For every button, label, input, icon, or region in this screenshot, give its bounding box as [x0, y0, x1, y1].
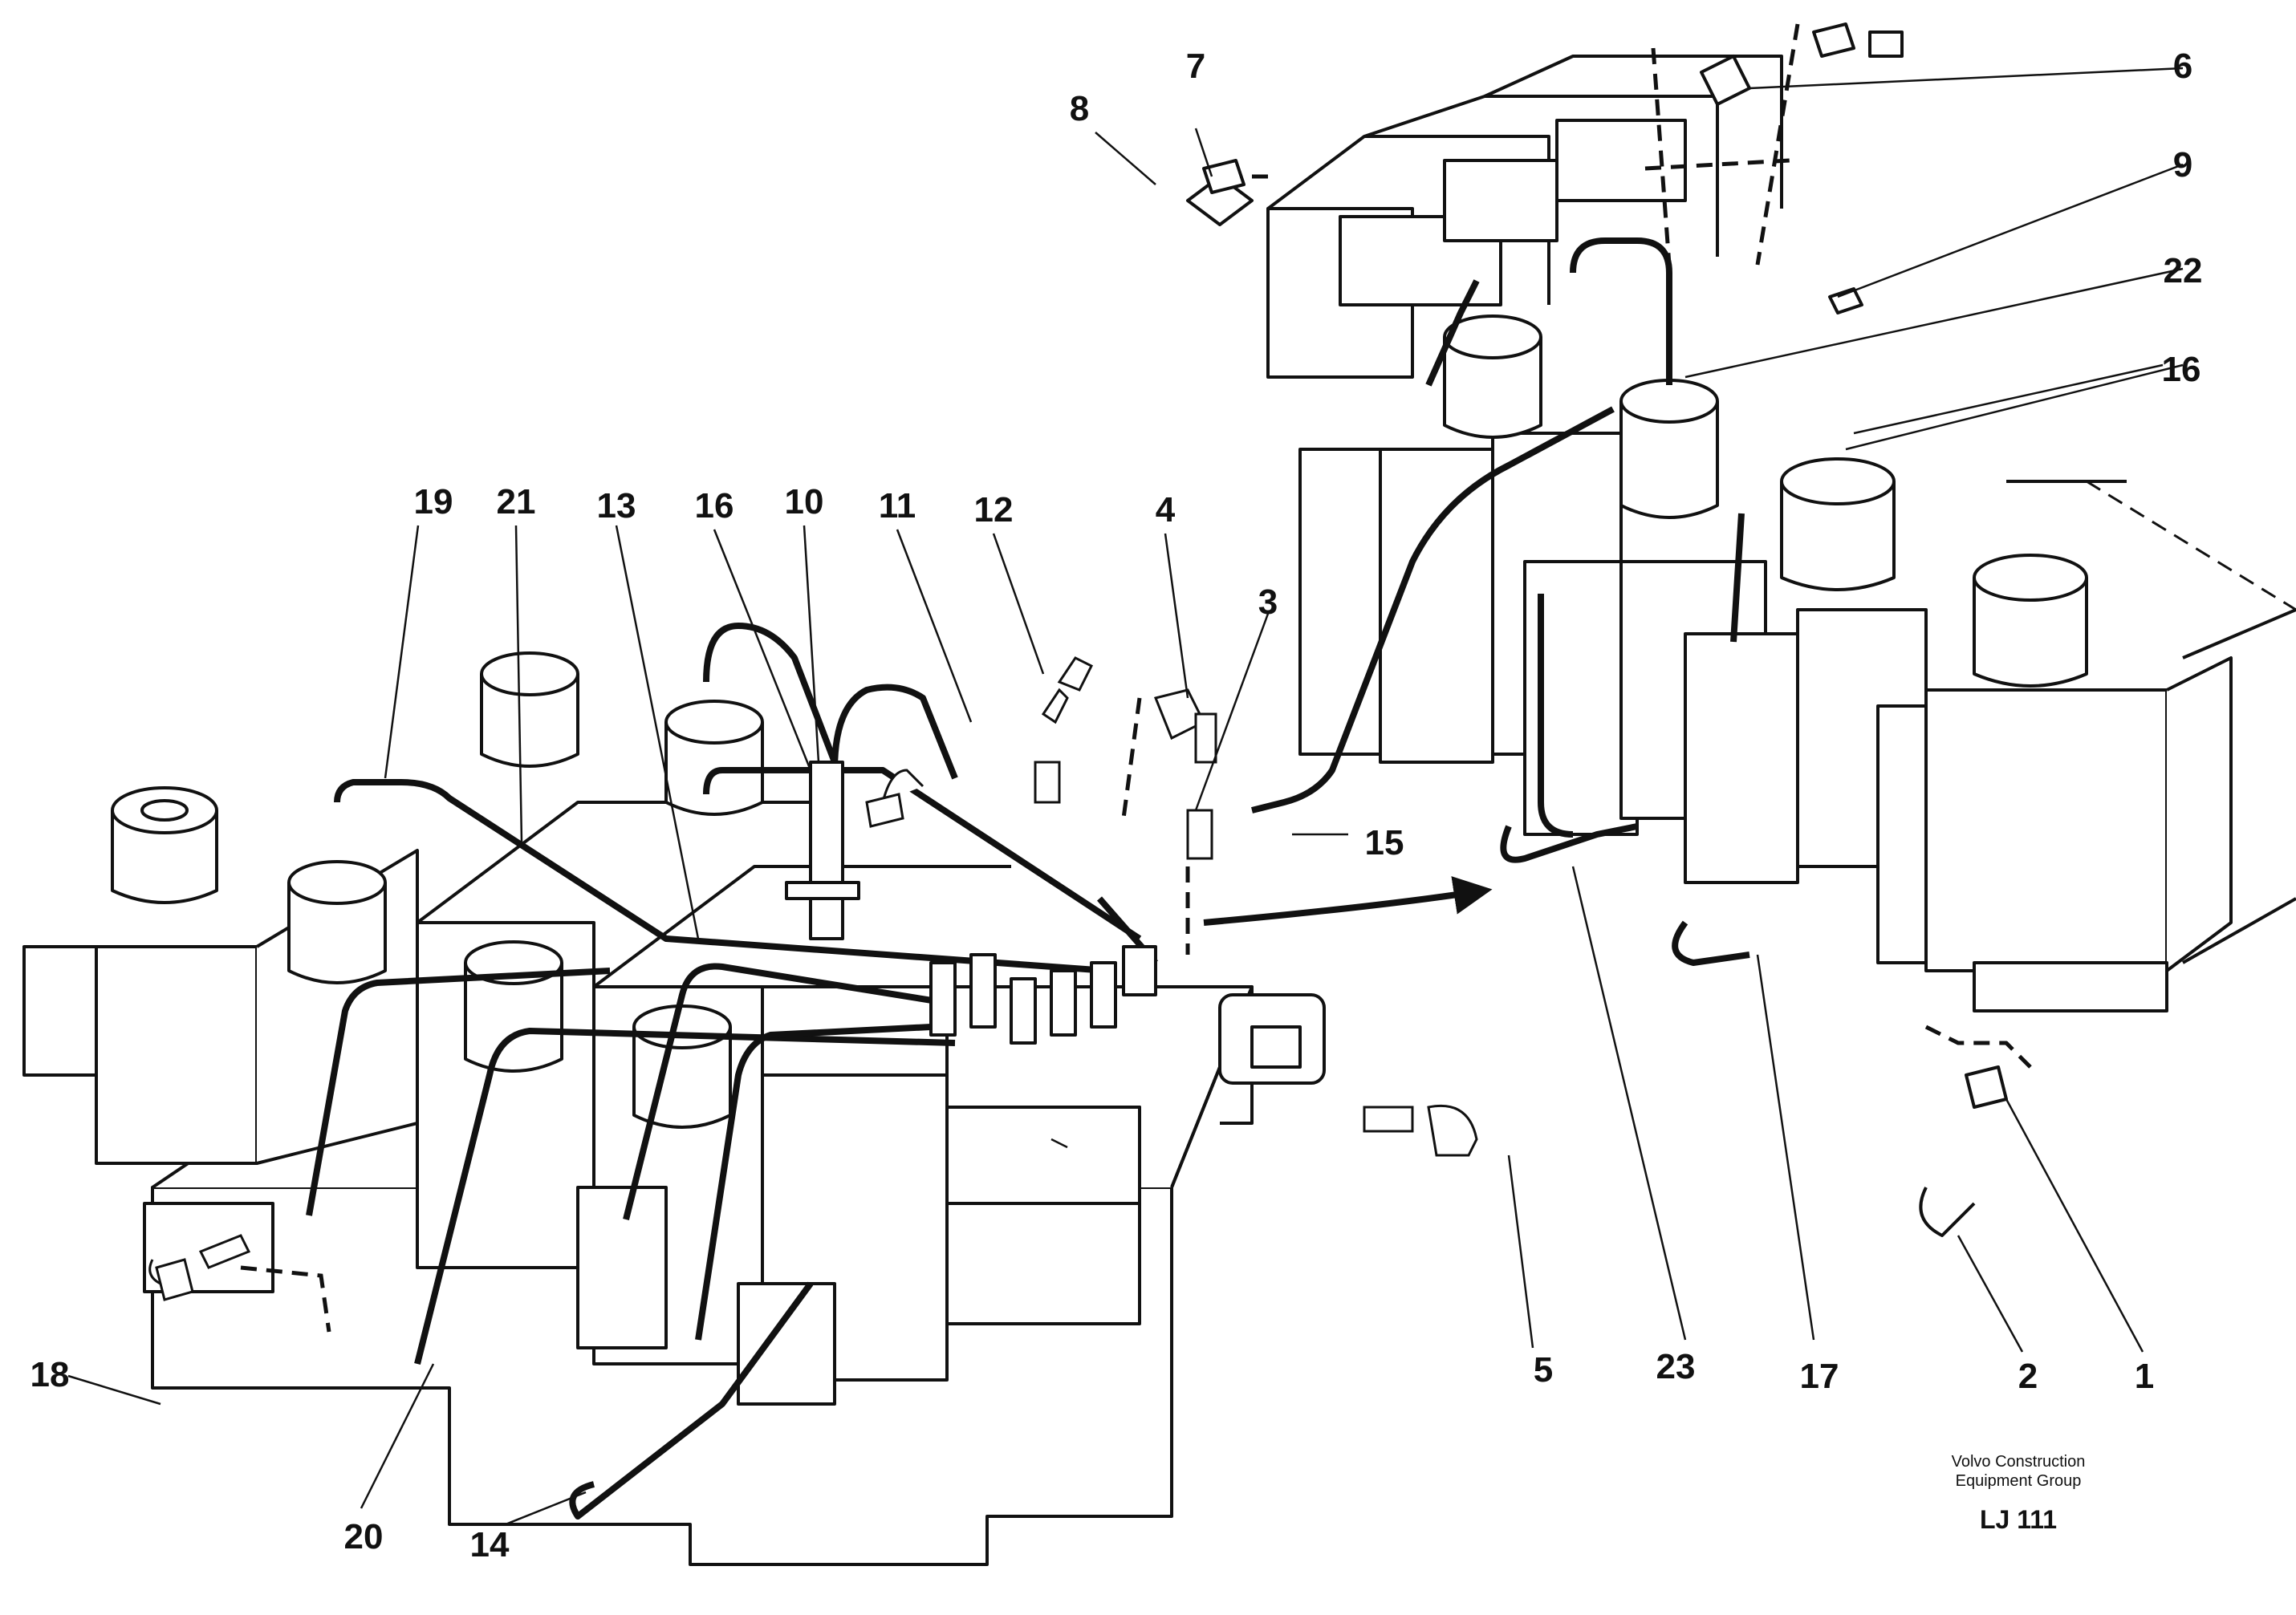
callout-23: 23 — [1656, 1347, 1696, 1386]
callout-16: 16 — [695, 486, 734, 525]
callout-18: 18 — [30, 1355, 70, 1394]
callout-14: 14 — [470, 1525, 510, 1564]
credit-line-2: Equipment Group — [1955, 1472, 2082, 1490]
callout-19: 19 — [414, 482, 453, 521]
credit-line-1: Volvo Construction — [1951, 1453, 2086, 1471]
callout-11: 11 — [879, 486, 916, 525]
publisher-credit: Volvo Construction Equipment Group LJ 11… — [1910, 1452, 2127, 1535]
callout-1: 1 — [2135, 1357, 2154, 1396]
callout-3: 3 — [1258, 582, 1278, 622]
callout-9: 9 — [2173, 145, 2192, 185]
callout-22: 22 — [2164, 251, 2203, 290]
callout-16: 16 — [2162, 350, 2201, 389]
callout-13: 13 — [597, 486, 636, 525]
callout-8: 8 — [1070, 89, 1089, 128]
callout-21: 21 — [497, 482, 536, 521]
callout-4: 4 — [1156, 490, 1176, 530]
callout-20: 20 — [344, 1517, 384, 1556]
callout-5: 5 — [1534, 1350, 1553, 1390]
drawing-code: LJ 111 — [1979, 1505, 2058, 1534]
callout-leaders — [67, 67, 2184, 1526]
right-valve-block — [1186, 22, 2296, 1237]
callout-6: 6 — [2173, 47, 2192, 86]
callout-2: 2 — [2018, 1357, 2038, 1396]
callout-17: 17 — [1800, 1357, 1839, 1396]
callout-15: 15 — [1365, 823, 1404, 862]
connection-dashes-left — [240, 697, 1190, 1333]
callout-10: 10 — [785, 482, 824, 521]
callout-12: 12 — [974, 490, 1014, 530]
loose-fittings-left — [148, 656, 1478, 1301]
callout-7: 7 — [1186, 47, 1205, 86]
left-valve-block — [22, 623, 1326, 1566]
direction-arrow — [1203, 876, 1493, 926]
